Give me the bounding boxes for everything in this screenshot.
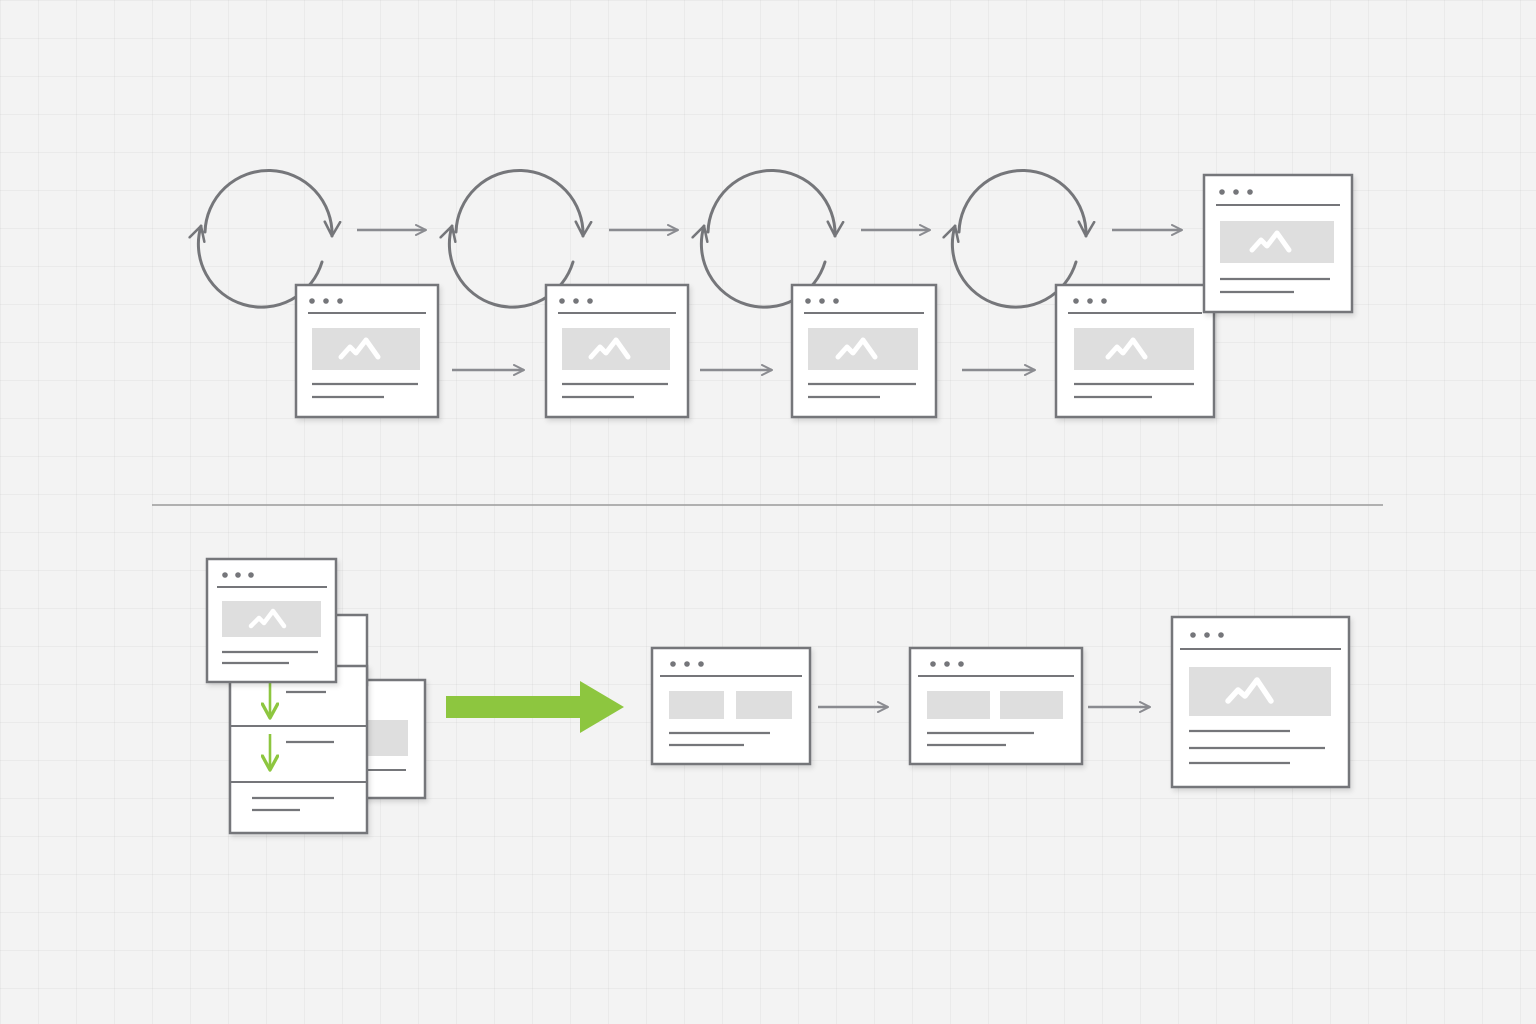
content-block — [736, 691, 792, 719]
mountain-icon — [338, 337, 381, 360]
page-card — [1202, 173, 1354, 314]
mountain-icon — [1249, 230, 1292, 253]
content-block — [927, 691, 990, 719]
mountain-icon — [835, 337, 878, 360]
page-card — [1054, 283, 1216, 419]
page-card — [544, 283, 690, 419]
content-block — [1000, 691, 1063, 719]
image-placeholder — [808, 328, 918, 370]
image-placeholder — [222, 601, 321, 637]
content-block — [669, 691, 724, 719]
segmented-page — [228, 664, 369, 835]
page-card — [908, 646, 1084, 766]
top-section — [188, 168, 1354, 419]
green-right-arrow-icon — [446, 681, 624, 733]
image-placeholder — [1220, 221, 1334, 263]
image-placeholder — [1074, 328, 1194, 370]
image-placeholder — [562, 328, 670, 370]
image-placeholder — [312, 328, 420, 370]
image-placeholder — [1189, 667, 1331, 716]
stacked-pages-icon — [205, 557, 427, 835]
page-card — [205, 557, 338, 684]
mountain-icon — [1105, 337, 1148, 360]
page-card — [1170, 615, 1351, 789]
page-card — [650, 646, 812, 766]
mountain-icon — [248, 608, 287, 629]
mountain-icon — [588, 337, 631, 360]
page-card — [294, 283, 440, 419]
page-card — [790, 283, 938, 419]
bottom-section — [205, 557, 1351, 835]
mountain-icon — [1225, 677, 1274, 704]
